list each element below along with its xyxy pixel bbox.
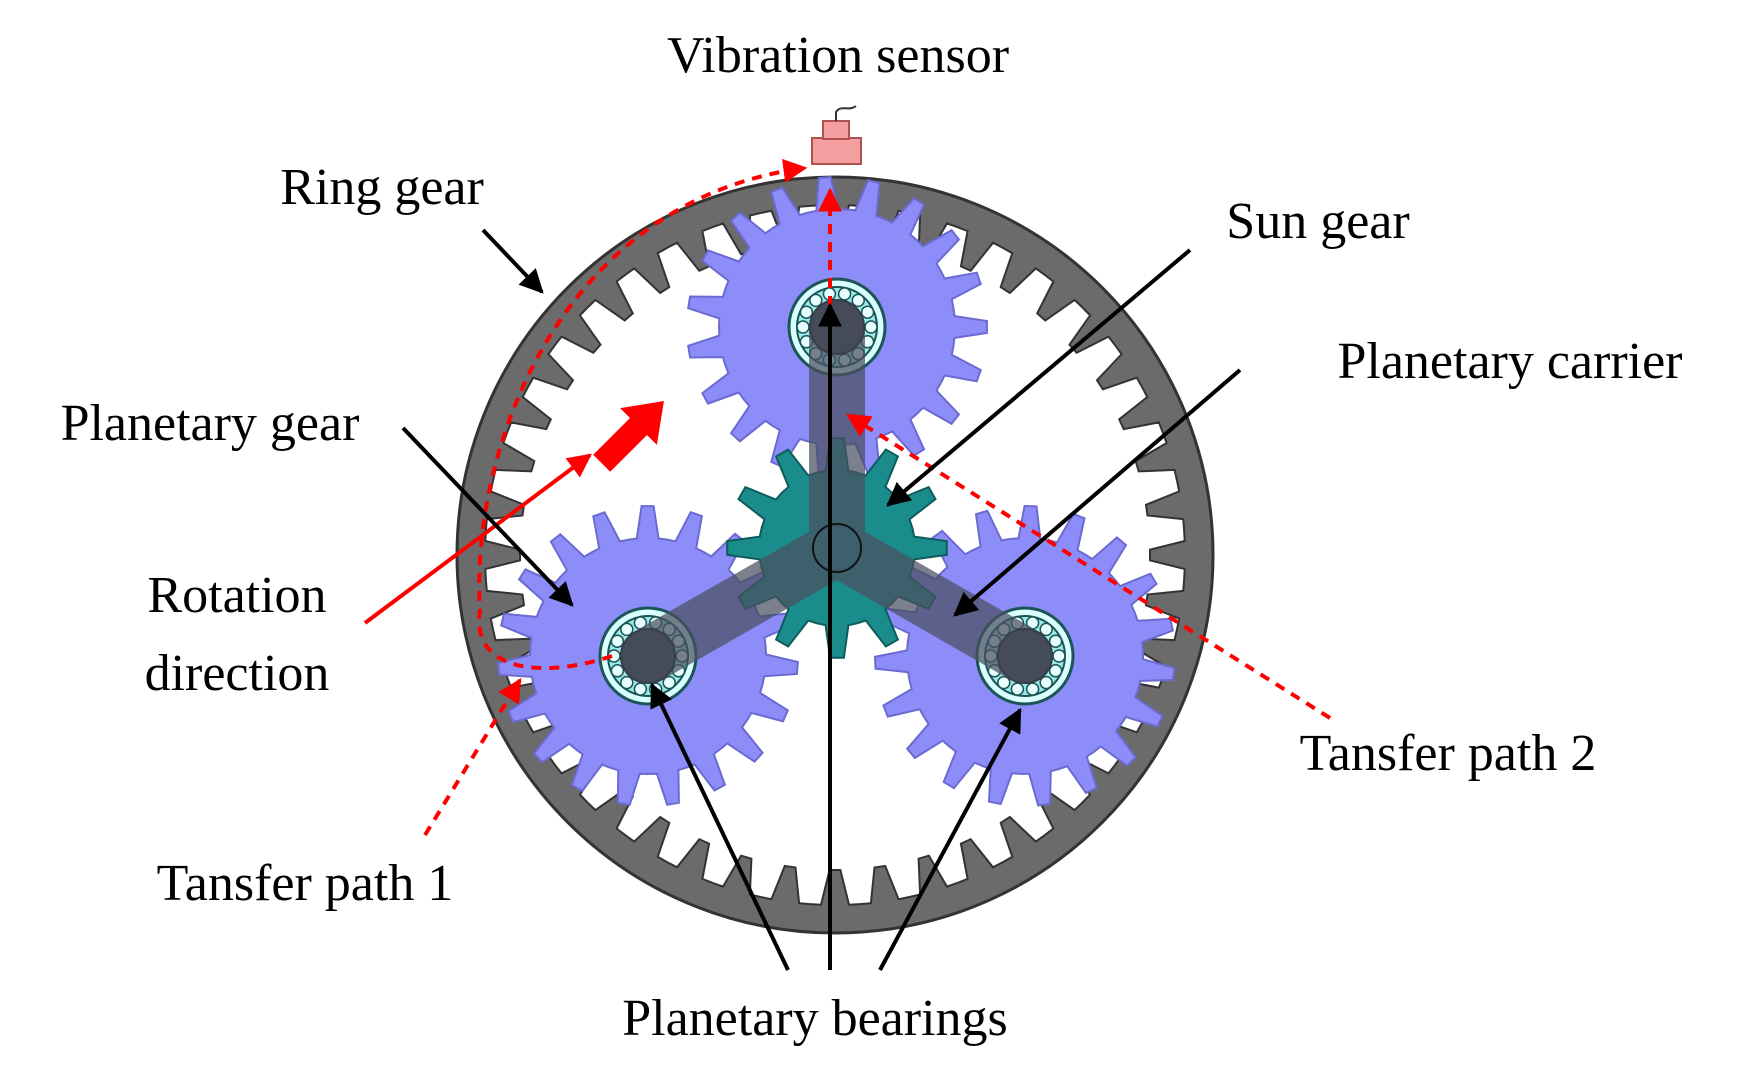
sun-gear-pointer bbox=[886, 248, 1192, 507]
vibration-sensor-label: Vibration sensor bbox=[667, 27, 1009, 84]
rotation-direction-label-line2: direction bbox=[145, 645, 330, 702]
sun-gear-label: Sun gear bbox=[1226, 193, 1409, 250]
planetary-carrier bbox=[620, 299, 1053, 684]
transfer-path-2-label: Tansfer path 2 bbox=[1300, 725, 1597, 782]
transfer-path-1-label: Tansfer path 1 bbox=[157, 855, 454, 912]
bearing-ball bbox=[620, 622, 634, 637]
bearing-ball bbox=[851, 293, 865, 308]
bearing-ball bbox=[799, 305, 814, 319]
bearing-left-pointer bbox=[650, 682, 790, 971]
vibration-sensor-icon bbox=[811, 105, 862, 165]
planetary-bearings-label: Planetary bearings bbox=[622, 990, 1008, 1047]
ring-gear-label: Ring gear bbox=[280, 159, 484, 216]
bearing-ball bbox=[1048, 634, 1063, 648]
carrier-hub bbox=[812, 523, 862, 573]
planetary-gear-label: Planetary gear bbox=[61, 395, 360, 452]
rotation-direction-arrow-icon bbox=[593, 401, 664, 472]
bearing-right-pointer bbox=[878, 707, 1022, 971]
transfer-path-1-curve bbox=[477, 158, 808, 671]
bearing-ball bbox=[610, 634, 625, 648]
bearing-ball bbox=[1010, 682, 1025, 696]
planetary-carrier-pointer bbox=[953, 368, 1242, 617]
bearing-ball bbox=[860, 305, 875, 319]
transfer-path-2-pointer bbox=[845, 413, 1332, 720]
bearing-ball bbox=[1025, 682, 1040, 696]
bearing-ball bbox=[620, 675, 634, 690]
bearing-ball bbox=[796, 320, 810, 334]
rotation-direction-pointer bbox=[363, 453, 592, 625]
ring-gear-pointer bbox=[481, 228, 544, 294]
rotation-direction-label-line1: Rotation bbox=[147, 567, 326, 624]
bearing-ball bbox=[1039, 675, 1053, 690]
bearing-ball bbox=[1052, 649, 1066, 663]
bearing-ball bbox=[1039, 622, 1053, 637]
transfer-path-1-pointer bbox=[423, 677, 522, 837]
bearing-ball bbox=[864, 320, 878, 334]
bearing-ball bbox=[837, 287, 852, 301]
bearing-ball bbox=[997, 675, 1011, 690]
bearing-ball bbox=[610, 664, 625, 678]
planetary-gear-pointer bbox=[401, 426, 574, 607]
planetary-carrier-label: Planetary carrier bbox=[1337, 333, 1682, 390]
bearing-ball bbox=[809, 293, 823, 308]
bearing-ball bbox=[1048, 664, 1063, 678]
bearing-ball bbox=[633, 682, 648, 696]
